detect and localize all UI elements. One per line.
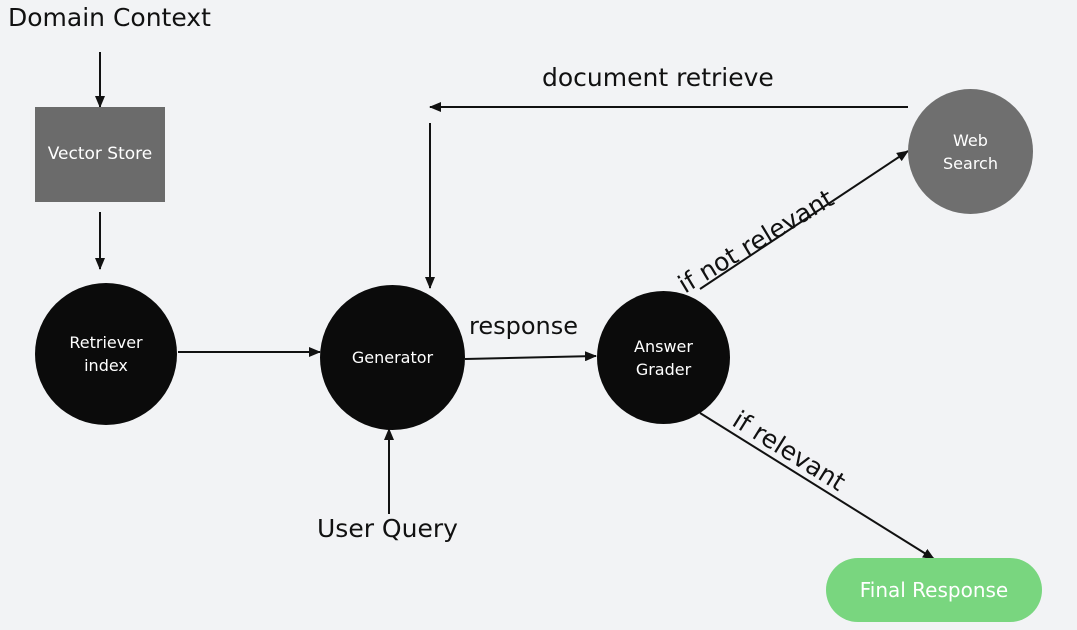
domain-context-label: Domain Context — [8, 3, 211, 32]
retriever-index-label: Retriever index — [69, 333, 143, 375]
final-response-node[interactable]: Final Response — [826, 558, 1042, 622]
retriever-index-node[interactable]: Retriever index — [35, 283, 177, 425]
arrow-grader-to-final-response — [699, 412, 935, 560]
arrow-grader-to-web-search — [699, 150, 909, 290]
answer-grader-label: Answer Grader — [634, 336, 693, 379]
vector-store-label: Vector Store — [47, 144, 153, 164]
answer-grader-node[interactable]: Answer Grader — [597, 291, 730, 424]
final-response-label: Final Response — [859, 577, 1009, 602]
user-query-label: User Query — [317, 514, 458, 543]
web-search-label: Web Search — [943, 130, 998, 173]
response-label: response — [469, 312, 579, 340]
document-retrieve-label: document retrieve — [542, 63, 774, 92]
vector-store-node[interactable]: Vector Store — [35, 107, 165, 202]
generator-node[interactable]: Generator — [320, 285, 465, 430]
web-search-node[interactable]: Web Search — [908, 89, 1033, 214]
generator-label: Generator — [351, 348, 434, 367]
arrow-generator-to-grader — [464, 351, 597, 362]
